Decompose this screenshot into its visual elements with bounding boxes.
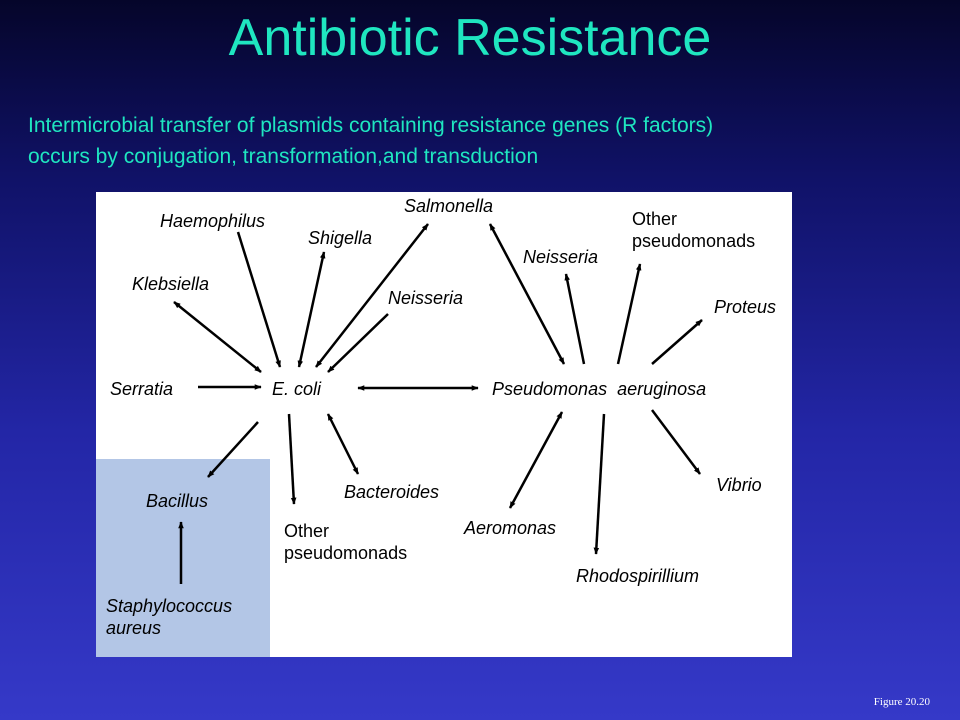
arrow-klebsiella-ecoli [173, 301, 262, 373]
arrow-pseudomonas-other-pseudomonads [616, 263, 642, 365]
node-rhodospirillium: Rhodospirillium [576, 566, 700, 586]
arrow-neisseria-ecoli [327, 313, 389, 373]
node-salmonella: Salmonella [404, 196, 494, 216]
node-other-pseudomonads-right-line-2: pseudomonads [632, 231, 756, 251]
node-bacteroides: Bacteroides [344, 482, 440, 502]
node-serratia: Serratia [110, 379, 174, 399]
node-neisseria-right: Neisseria [523, 247, 599, 267]
arrow-pseudomonas-aeromonas [508, 411, 564, 509]
transfer-diagram: Haemophilus Shigella Salmonella Neisseri… [96, 192, 792, 657]
node-staphylococcus-line-1: Staphylococcus [106, 596, 233, 616]
node-shigella: Shigella [308, 228, 373, 248]
arrow-pseudomonas-rhodospirillium [593, 413, 606, 555]
node-haemophilus: Haemophilus [160, 211, 266, 231]
arrow-ecoli-salmonella [315, 223, 429, 368]
arrow-haemophilus-ecoli [236, 231, 282, 368]
arrow-ecoli-bacteroides [326, 413, 360, 475]
arrow-pseudomonas-proteus [651, 319, 703, 365]
node-other-pseudomonads-left: Other pseudomonads [284, 520, 407, 564]
node-staphylococcus-line-2: aureus [106, 618, 162, 638]
node-other-pseudomonads-left-line-2: pseudomonads [284, 543, 408, 563]
subtitle: Intermicrobial transfer of plasmids cont… [28, 110, 928, 172]
arrow-pseudomonas-vibrio [651, 409, 701, 475]
arrow-ecoli-shigella [297, 251, 326, 368]
node-neisseria-left: Neisseria [388, 288, 464, 308]
slide-title: Antibiotic Resistance [228, 9, 712, 67]
node-bacillus: Bacillus [146, 491, 209, 511]
node-other-pseudomonads-left-line-1: Other [284, 521, 330, 541]
arrow-pseudomonas-neisseria [564, 273, 586, 365]
arrows-layer [173, 223, 703, 584]
node-proteus: Proteus [714, 297, 777, 317]
node-staphylococcus-aureus: Staphylococcus aureus [106, 595, 232, 639]
gram-positive-shaded-box [96, 459, 270, 657]
node-other-pseudomonads-right: Other pseudomonads [632, 208, 755, 252]
arrow-ecoli-bacillus [207, 421, 259, 478]
figure-reference: Figure 20.20 [873, 696, 930, 708]
arrow-pseudomonas-salmonella [488, 223, 566, 365]
node-other-pseudomonads-right-line-1: Other [632, 209, 678, 229]
node-aeromonas: Aeromonas [464, 518, 557, 538]
node-vibrio: Vibrio [716, 475, 762, 495]
node-klebsiella: Klebsiella [132, 274, 210, 294]
node-pseudomonas-aeruginosa: Pseudomonas aeruginosa [492, 379, 707, 399]
subtitle-line-2: occurs by conjugation, transformation,an… [28, 145, 539, 168]
subtitle-line-1: Intermicrobial transfer of plasmids cont… [28, 114, 714, 137]
node-e-coli: E. coli [272, 379, 322, 399]
arrow-ecoli-other-pseudomonads [287, 413, 297, 505]
